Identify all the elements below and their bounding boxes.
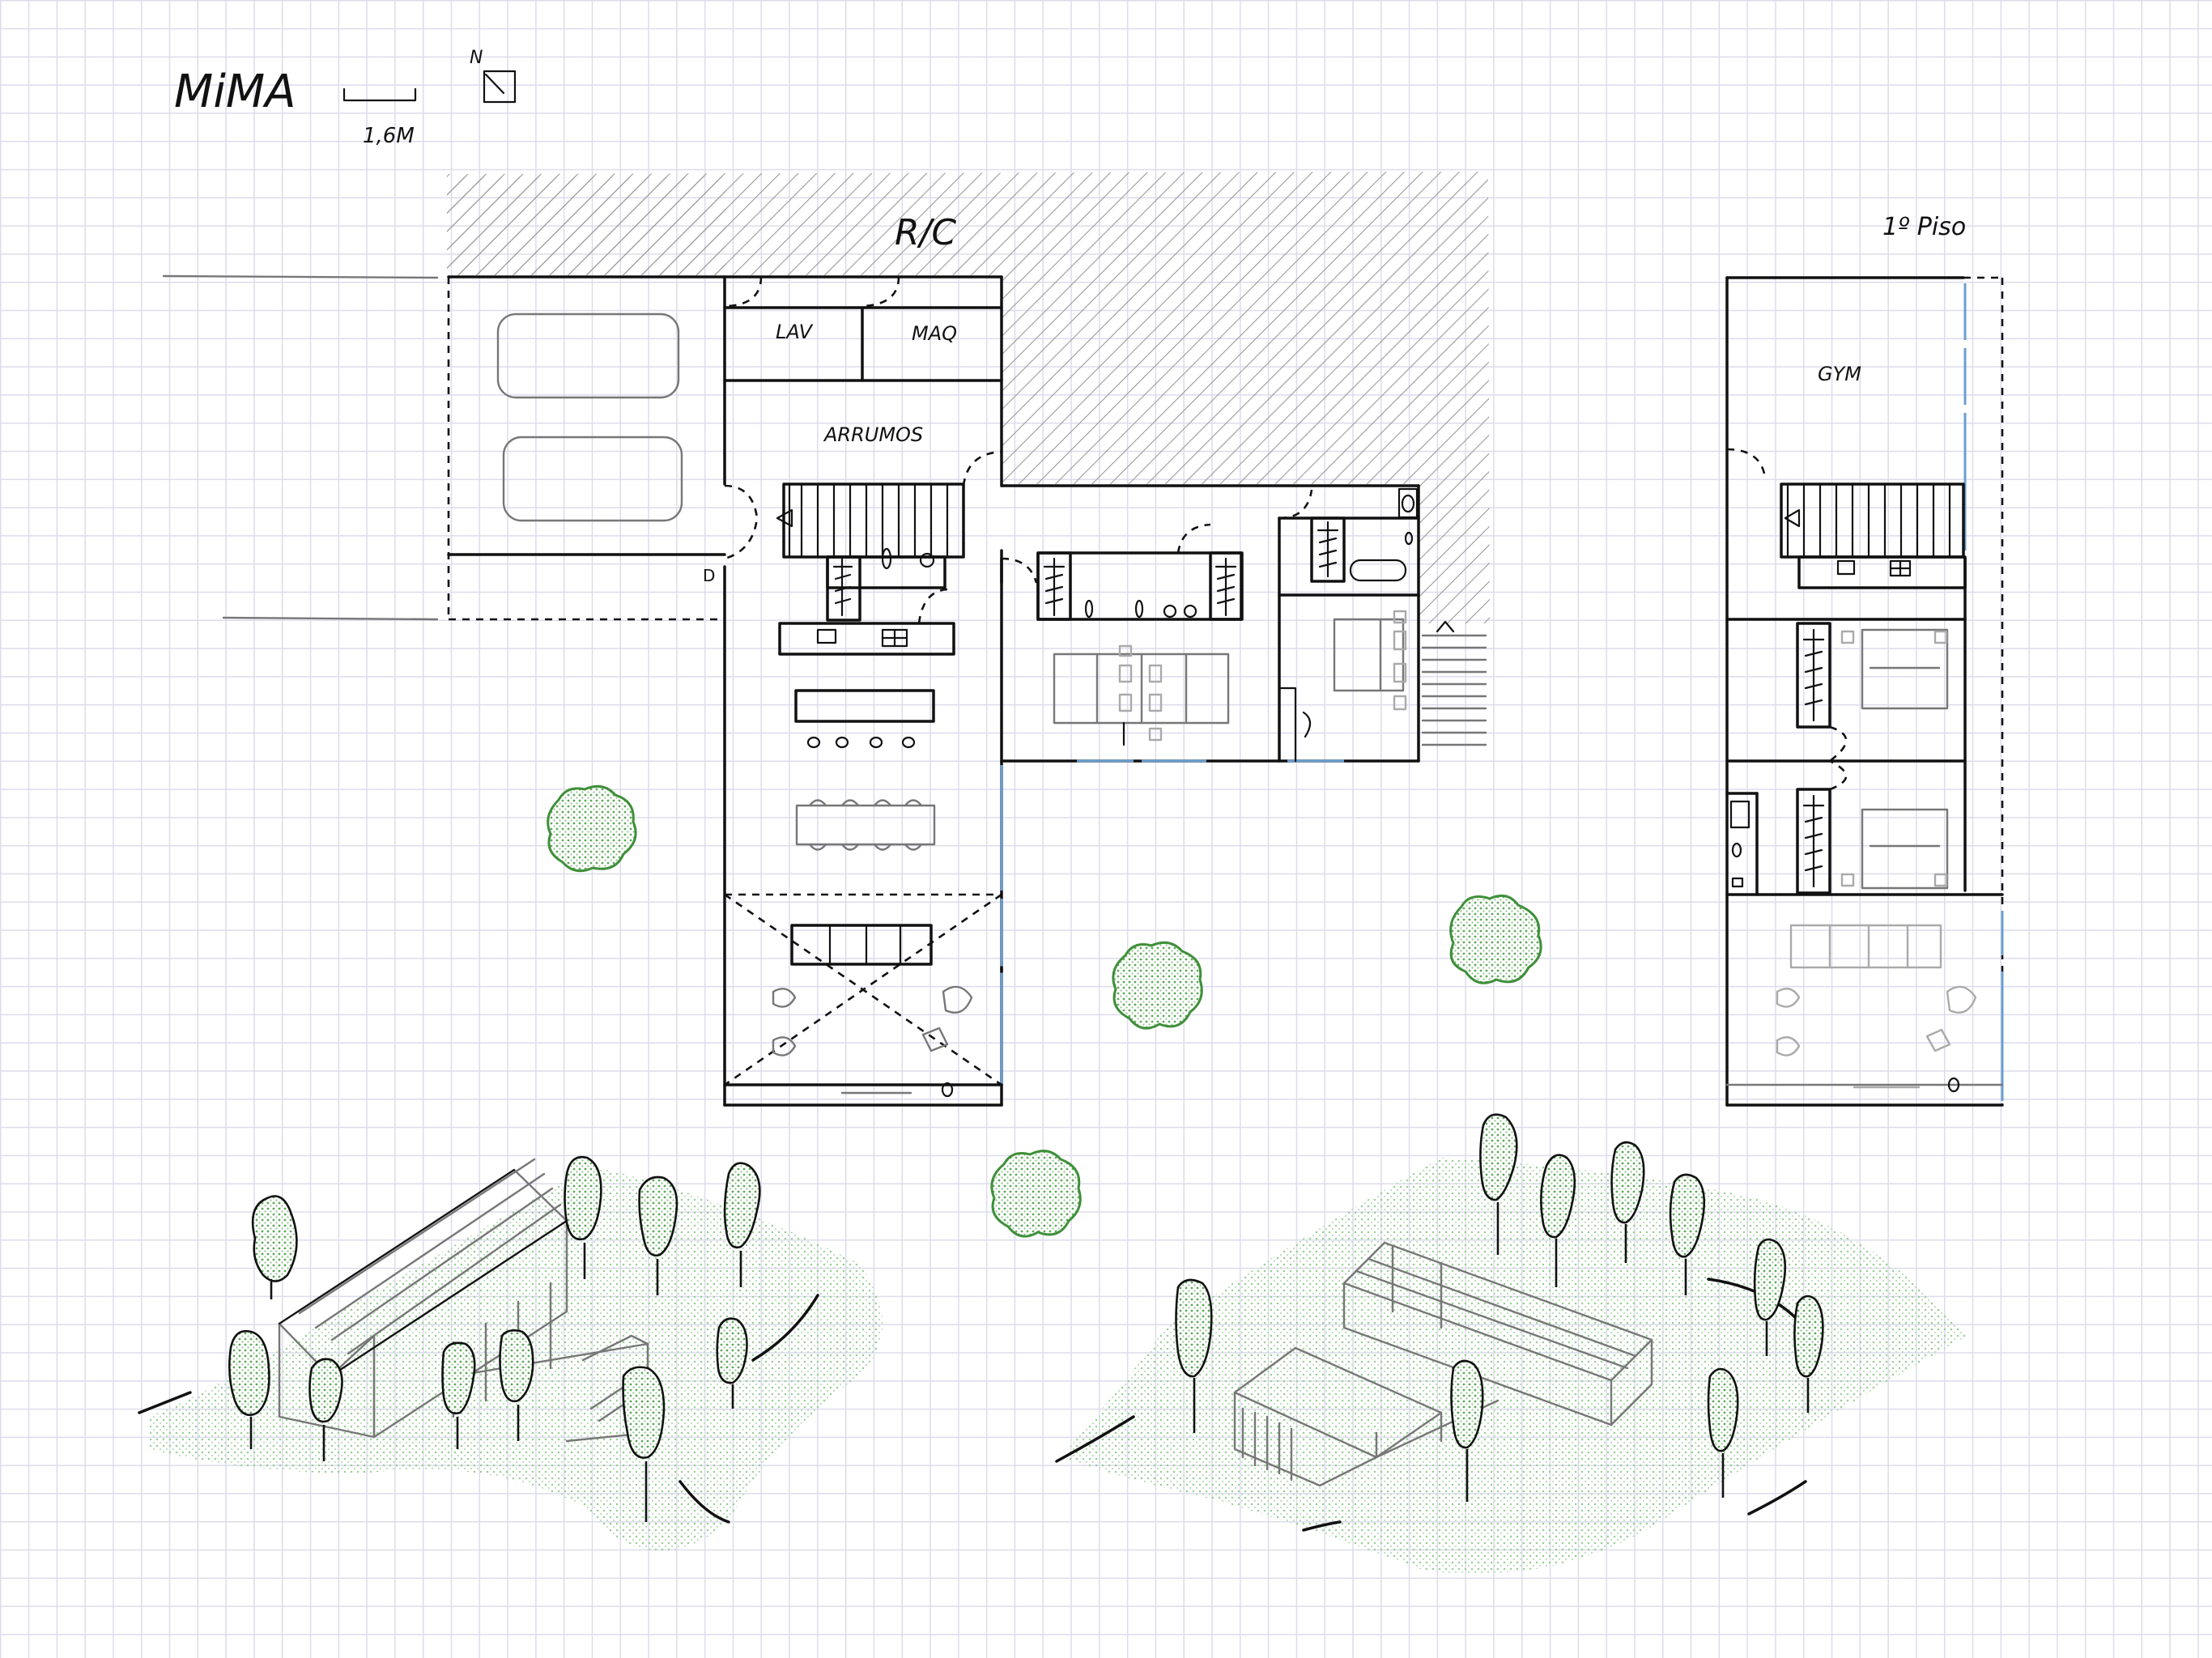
tree-icon <box>1669 1173 1706 1295</box>
ground-shading <box>1061 1158 1967 1574</box>
car-2 <box>502 436 683 522</box>
bed-master <box>1333 618 1405 692</box>
bathtub <box>1349 559 1407 582</box>
tree-icon <box>1753 1238 1787 1356</box>
room-label-gym: GYM <box>1818 363 1861 385</box>
tree-icon <box>499 1329 534 1441</box>
tree-icon <box>1793 1295 1824 1413</box>
tree-icon <box>716 1317 748 1409</box>
header: MiMA 1,6M N <box>174 48 517 148</box>
tree-icon <box>723 1162 761 1287</box>
stools <box>806 736 916 749</box>
first-floor-title: 1º Piso <box>1882 213 1966 241</box>
tree-icon <box>308 1358 343 1461</box>
kitchen-counter <box>778 622 955 656</box>
north-label: N <box>470 48 483 68</box>
tree-icon <box>622 1366 666 1522</box>
bed-upper-2 <box>1861 808 1949 890</box>
service-rooms: LAV MAQ ARRUMOS <box>723 276 1003 446</box>
tree-icon <box>1449 894 1542 984</box>
tree-icon <box>228 1329 270 1449</box>
tree-icon <box>251 1195 298 1299</box>
room-label-maq: MAQ <box>912 322 957 345</box>
kitchen-island <box>794 689 935 723</box>
garage <box>447 275 726 621</box>
car-1 <box>496 312 680 399</box>
tree-icon <box>547 784 637 873</box>
tree-icon <box>638 1175 678 1295</box>
kitchen-dining: D <box>703 484 1003 1098</box>
project-title: MiMA <box>174 66 296 118</box>
bed-upper-1 <box>1861 628 1949 710</box>
tree-icon <box>441 1341 476 1449</box>
street-line-top <box>162 274 439 279</box>
terrain-hatch-left <box>447 176 726 275</box>
axonometric-view-2 <box>1055 1113 1967 1574</box>
stair <box>776 450 1002 559</box>
tree-icon <box>1479 1113 1518 1255</box>
tree-icon <box>564 1155 602 1279</box>
tree-icon <box>1175 1278 1213 1433</box>
tree-icon <box>1540 1154 1576 1287</box>
bedroom-wing <box>1000 517 1420 763</box>
ground-floor-plan: R/C <box>162 172 1490 1107</box>
ground-floor-title: R/C <box>895 212 956 253</box>
scale-label: 1,6M <box>363 124 415 148</box>
tree-icon <box>1450 1359 1484 1502</box>
first-floor-plan: 1º Piso GYM <box>1725 213 2004 1107</box>
axonometric-view-1 <box>138 1155 883 1551</box>
master-suite <box>1278 487 1420 763</box>
north-arrow-icon: N <box>470 48 517 104</box>
room-label-arrumos: ARRUMOS <box>823 423 923 446</box>
exterior-steps <box>1421 620 1487 746</box>
terrain-hatch <box>447 172 1490 623</box>
tree-icon <box>1112 941 1203 1030</box>
sofa <box>790 924 933 966</box>
tree-icon <box>1610 1141 1645 1263</box>
svg-text:D: D <box>703 566 715 585</box>
tree-icon <box>990 1150 1082 1238</box>
dining-table <box>795 804 936 846</box>
tree-icon <box>1707 1367 1739 1498</box>
room-label-lav: LAV <box>776 321 814 343</box>
scale-bar: 1,6M <box>342 87 417 148</box>
street-line-bottom <box>222 616 439 621</box>
plan-trees <box>547 784 1542 1238</box>
